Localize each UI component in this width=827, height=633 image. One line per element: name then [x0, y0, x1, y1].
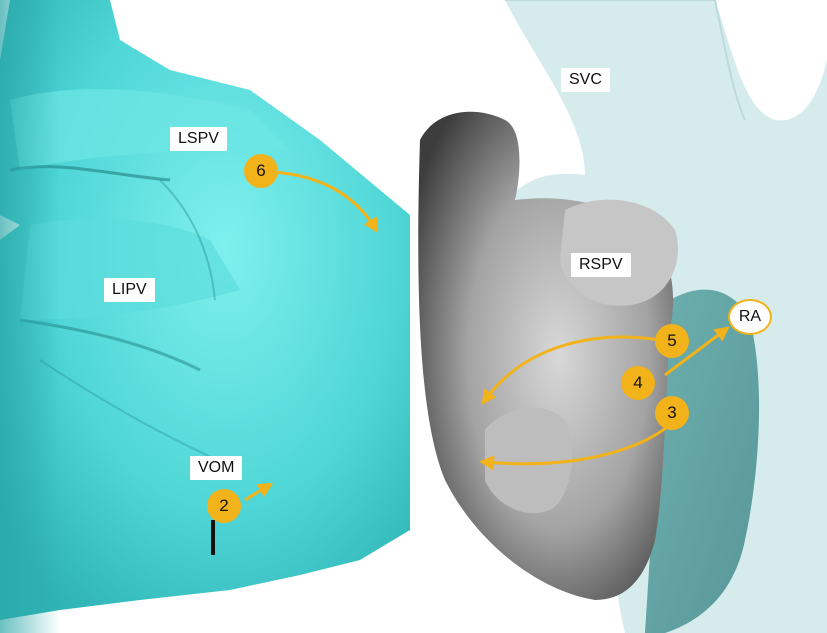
label-svc: SVC	[561, 68, 610, 92]
label-vom: VOM	[190, 456, 242, 480]
marker-5: 5	[655, 324, 689, 358]
marker-2: 2	[207, 489, 241, 523]
label-ra: RA	[728, 299, 772, 335]
label-rspv: RSPV	[571, 253, 631, 277]
marker-4: 4	[621, 366, 655, 400]
label-lipv: LIPV	[104, 278, 155, 302]
left-atrium-mesh	[0, 0, 410, 633]
right-view: SVC RSPV RA 5 4 3	[415, 0, 827, 633]
label-lspv: LSPV	[170, 127, 227, 151]
marker-6: 6	[244, 154, 278, 188]
marker-3: 3	[655, 396, 689, 430]
left-atrium-view: LSPV LIPV VOM 6 2	[0, 0, 410, 633]
